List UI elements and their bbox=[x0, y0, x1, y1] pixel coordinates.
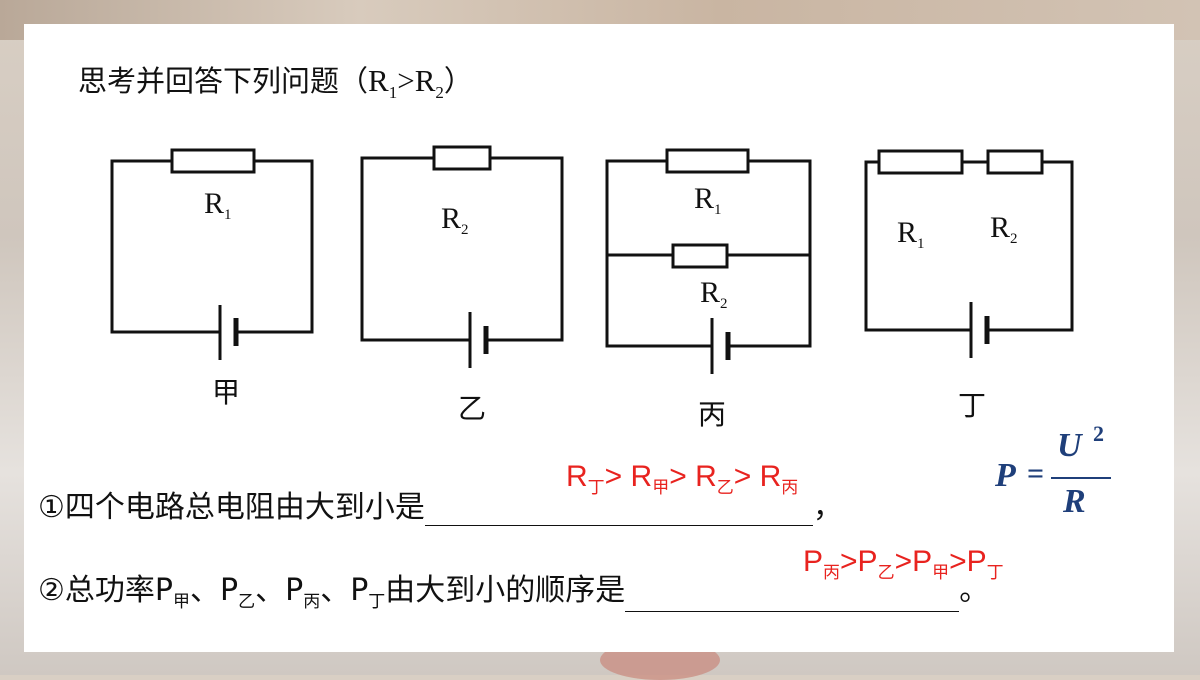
answer-blank bbox=[424, 495, 813, 526]
circuit-jia bbox=[110, 148, 314, 360]
circuit-label: 丁 bbox=[958, 389, 986, 422]
resistor-r1 bbox=[170, 148, 256, 174]
fraction-bar bbox=[1051, 477, 1111, 479]
circuit-label: 甲 bbox=[212, 376, 240, 409]
resistor-label: R2 bbox=[700, 276, 728, 312]
resistor-r1 bbox=[877, 149, 964, 175]
answer-blank bbox=[625, 581, 960, 612]
resistor-label: R1 bbox=[204, 187, 232, 223]
resistor-r2 bbox=[432, 145, 492, 171]
resistor-r1 bbox=[665, 148, 750, 174]
question-1: ①四个电路总电阻由大到小是， bbox=[38, 490, 843, 526]
circuit-label: 乙 bbox=[458, 392, 486, 425]
circuit-ding bbox=[864, 149, 1074, 358]
question-2: ②总功率P甲、P乙、P丙、P丁由大到小的顺序是。 bbox=[38, 573, 990, 612]
resistor-label: R2 bbox=[441, 202, 469, 238]
circuit-yi bbox=[360, 145, 564, 368]
resistor-r2 bbox=[986, 149, 1044, 175]
resistor-r2 bbox=[671, 243, 729, 269]
slide-card bbox=[24, 24, 1174, 652]
power-formula: P = U 2 R bbox=[995, 421, 1115, 525]
circuit-label: 丙 bbox=[698, 398, 726, 431]
circuit-bing bbox=[605, 148, 812, 374]
resistor-label: R2 bbox=[990, 211, 1018, 247]
answer-1: R丁> R甲> R乙> R丙 bbox=[566, 460, 799, 498]
answer-2: P丙>P乙>P甲>P丁 bbox=[803, 545, 1004, 583]
resistor-label: R1 bbox=[897, 216, 925, 252]
page-title: 思考并回答下列问题（R1>R2） bbox=[78, 63, 473, 103]
resistor-label: R1 bbox=[694, 182, 722, 218]
